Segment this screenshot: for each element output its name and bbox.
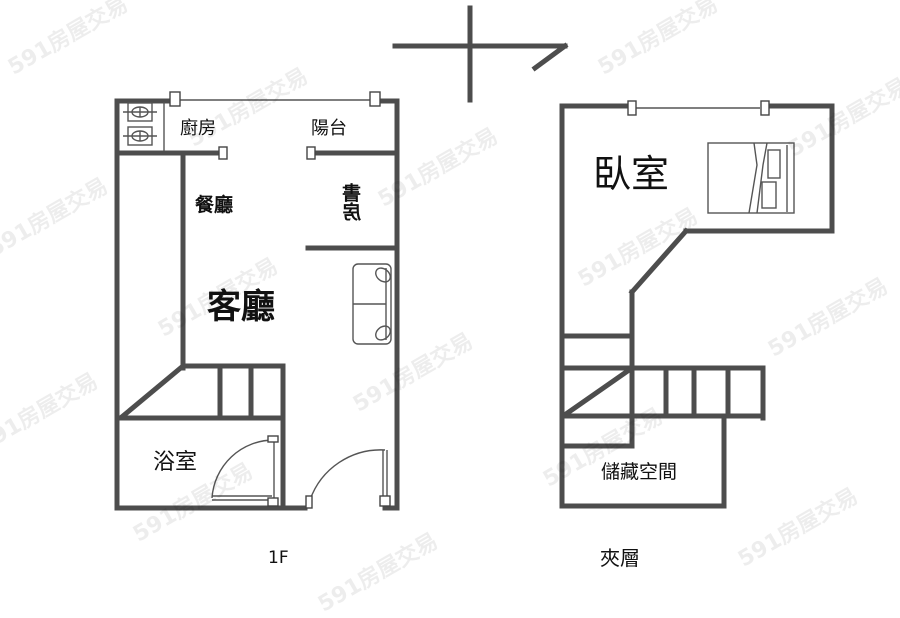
window-icon: [760, 100, 770, 116]
north-arrow-icon: [392, 5, 569, 103]
door-swing-icon: [211, 435, 279, 507]
floor-mezzanine-walls: [559, 103, 835, 509]
room-label-study: 書房: [342, 183, 364, 221]
room-label-bedroom: 臥室: [593, 152, 670, 196]
room-label-kitchen: 廚房: [180, 118, 216, 139]
sofa-icon: [352, 263, 392, 345]
floor-1f-walls: [114, 98, 400, 511]
window-icon: [369, 91, 381, 107]
bed-icon: [707, 142, 795, 214]
room-label-bathroom: 浴室: [153, 450, 198, 475]
floor-caption-mezzanine: 夾層: [600, 546, 640, 570]
room-label-dining: 餐廳: [195, 194, 234, 216]
room-label-living: 客廳: [207, 287, 275, 327]
room-label-balcony: 陽台: [311, 118, 347, 139]
door-swing-icon: [305, 449, 391, 509]
room-label-storage: 儲藏空間: [601, 461, 678, 483]
window-icon: [169, 91, 181, 107]
door-jamb-icon: [218, 146, 228, 160]
floor-caption-1f: 1F: [268, 548, 289, 568]
stove-icon: [123, 102, 157, 146]
door-jamb-icon: [306, 146, 316, 160]
window-icon: [627, 100, 637, 116]
